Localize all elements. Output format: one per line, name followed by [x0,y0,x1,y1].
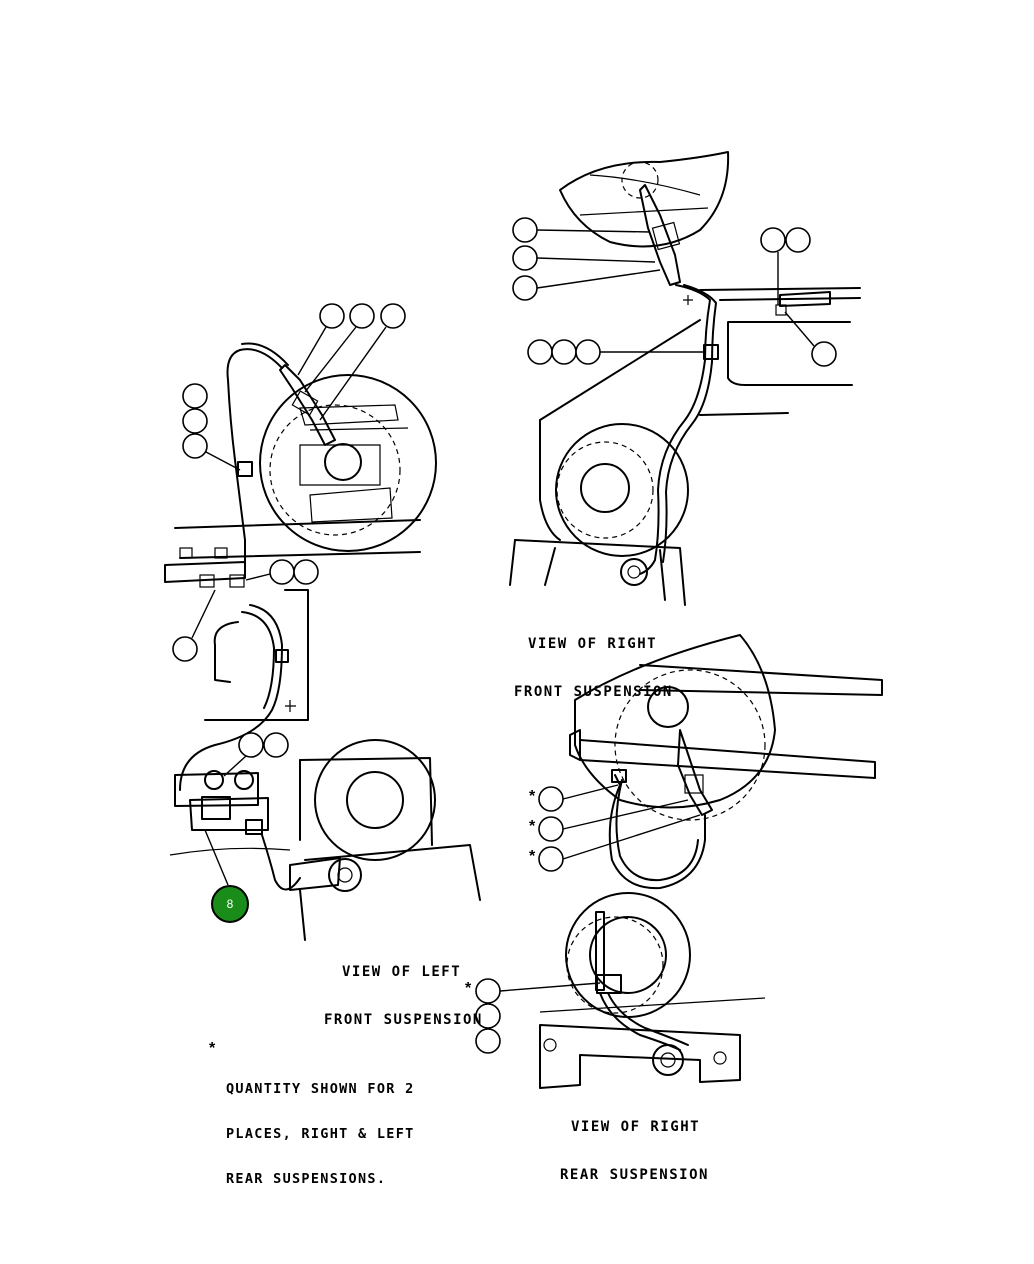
asterisk-marker-1: * [529,788,536,805]
caption-right-front-line1: VIEW OF RIGHT [528,636,658,652]
quantity-note-line1: QUANTITY SHOWN FOR 2 [226,1081,415,1097]
quantity-note-line3: REAR SUSPENSIONS. [226,1171,387,1187]
caption-left-front-line1: VIEW OF LEFT [342,964,462,980]
quantity-note-line2: PLACES, RIGHT & LEFT [226,1126,415,1142]
caption-right-front-line2: FRONT SUSPENSION [514,684,673,700]
note-asterisk: * [209,1040,216,1057]
right-rear-suspension-upper-view [569,634,883,890]
caption-right-rear-line2: REAR SUSPENSION [560,1167,709,1183]
caption-right-rear: VIEW OF RIGHT REAR SUSPENSION [560,1087,709,1199]
asterisk-marker-2: * [529,818,536,835]
asterisk-marker-3: * [529,848,536,865]
left-front-suspension-view [164,303,481,941]
highlighted-callout-label: 8 [227,897,234,911]
caption-left-front-line2: FRONT SUSPENSION [324,1012,483,1028]
caption-right-rear-line1: VIEW OF RIGHT [571,1119,701,1135]
rear-callouts [475,784,701,1054]
caption-right-front: VIEW OF RIGHT FRONT SUSPENSION [514,604,673,716]
caption-left-front: VIEW OF LEFT FRONT SUSPENSION [324,932,483,1044]
highlighted-callout[interactable]: 8 [211,885,249,923]
right-front-suspension-view [509,151,861,606]
right-rear-suspension-view [539,892,766,1089]
asterisk-marker-4: * [465,980,472,997]
quantity-note: QUANTITY SHOWN FOR 2 PLACES, RIGHT & LEF… [226,1052,415,1202]
